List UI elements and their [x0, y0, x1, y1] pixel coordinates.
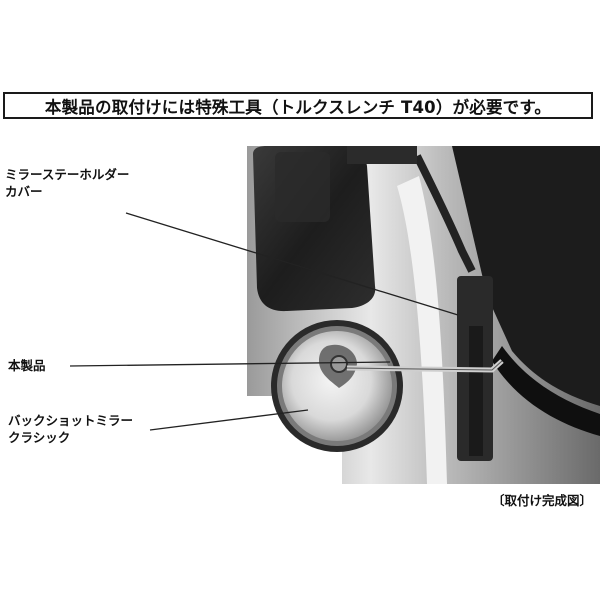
figure-caption: 〔取付け完成図〕	[491, 493, 592, 508]
label-line: カバー	[5, 184, 43, 199]
installation-photo	[247, 146, 600, 484]
notice-text: 本製品の取付けには特殊工具（トルクスレンチ T40）が必要です。	[44, 97, 552, 117]
label-stay-holder-cover: ミラーステーホルダー カバー	[5, 166, 129, 200]
label-line: クラシック	[8, 430, 71, 445]
photo-illustration	[247, 146, 600, 484]
label-this-product: 本製品	[8, 357, 46, 374]
notice-banner: 本製品の取付けには特殊工具（トルクスレンチ T40）が必要です。	[3, 92, 593, 119]
label-line: バックショットミラー	[8, 413, 134, 428]
label-line: ミラーステーホルダー	[5, 167, 130, 182]
label-line: 本製品	[8, 358, 46, 373]
label-backshot-mirror-classic: バックショットミラー クラシック	[8, 412, 133, 446]
